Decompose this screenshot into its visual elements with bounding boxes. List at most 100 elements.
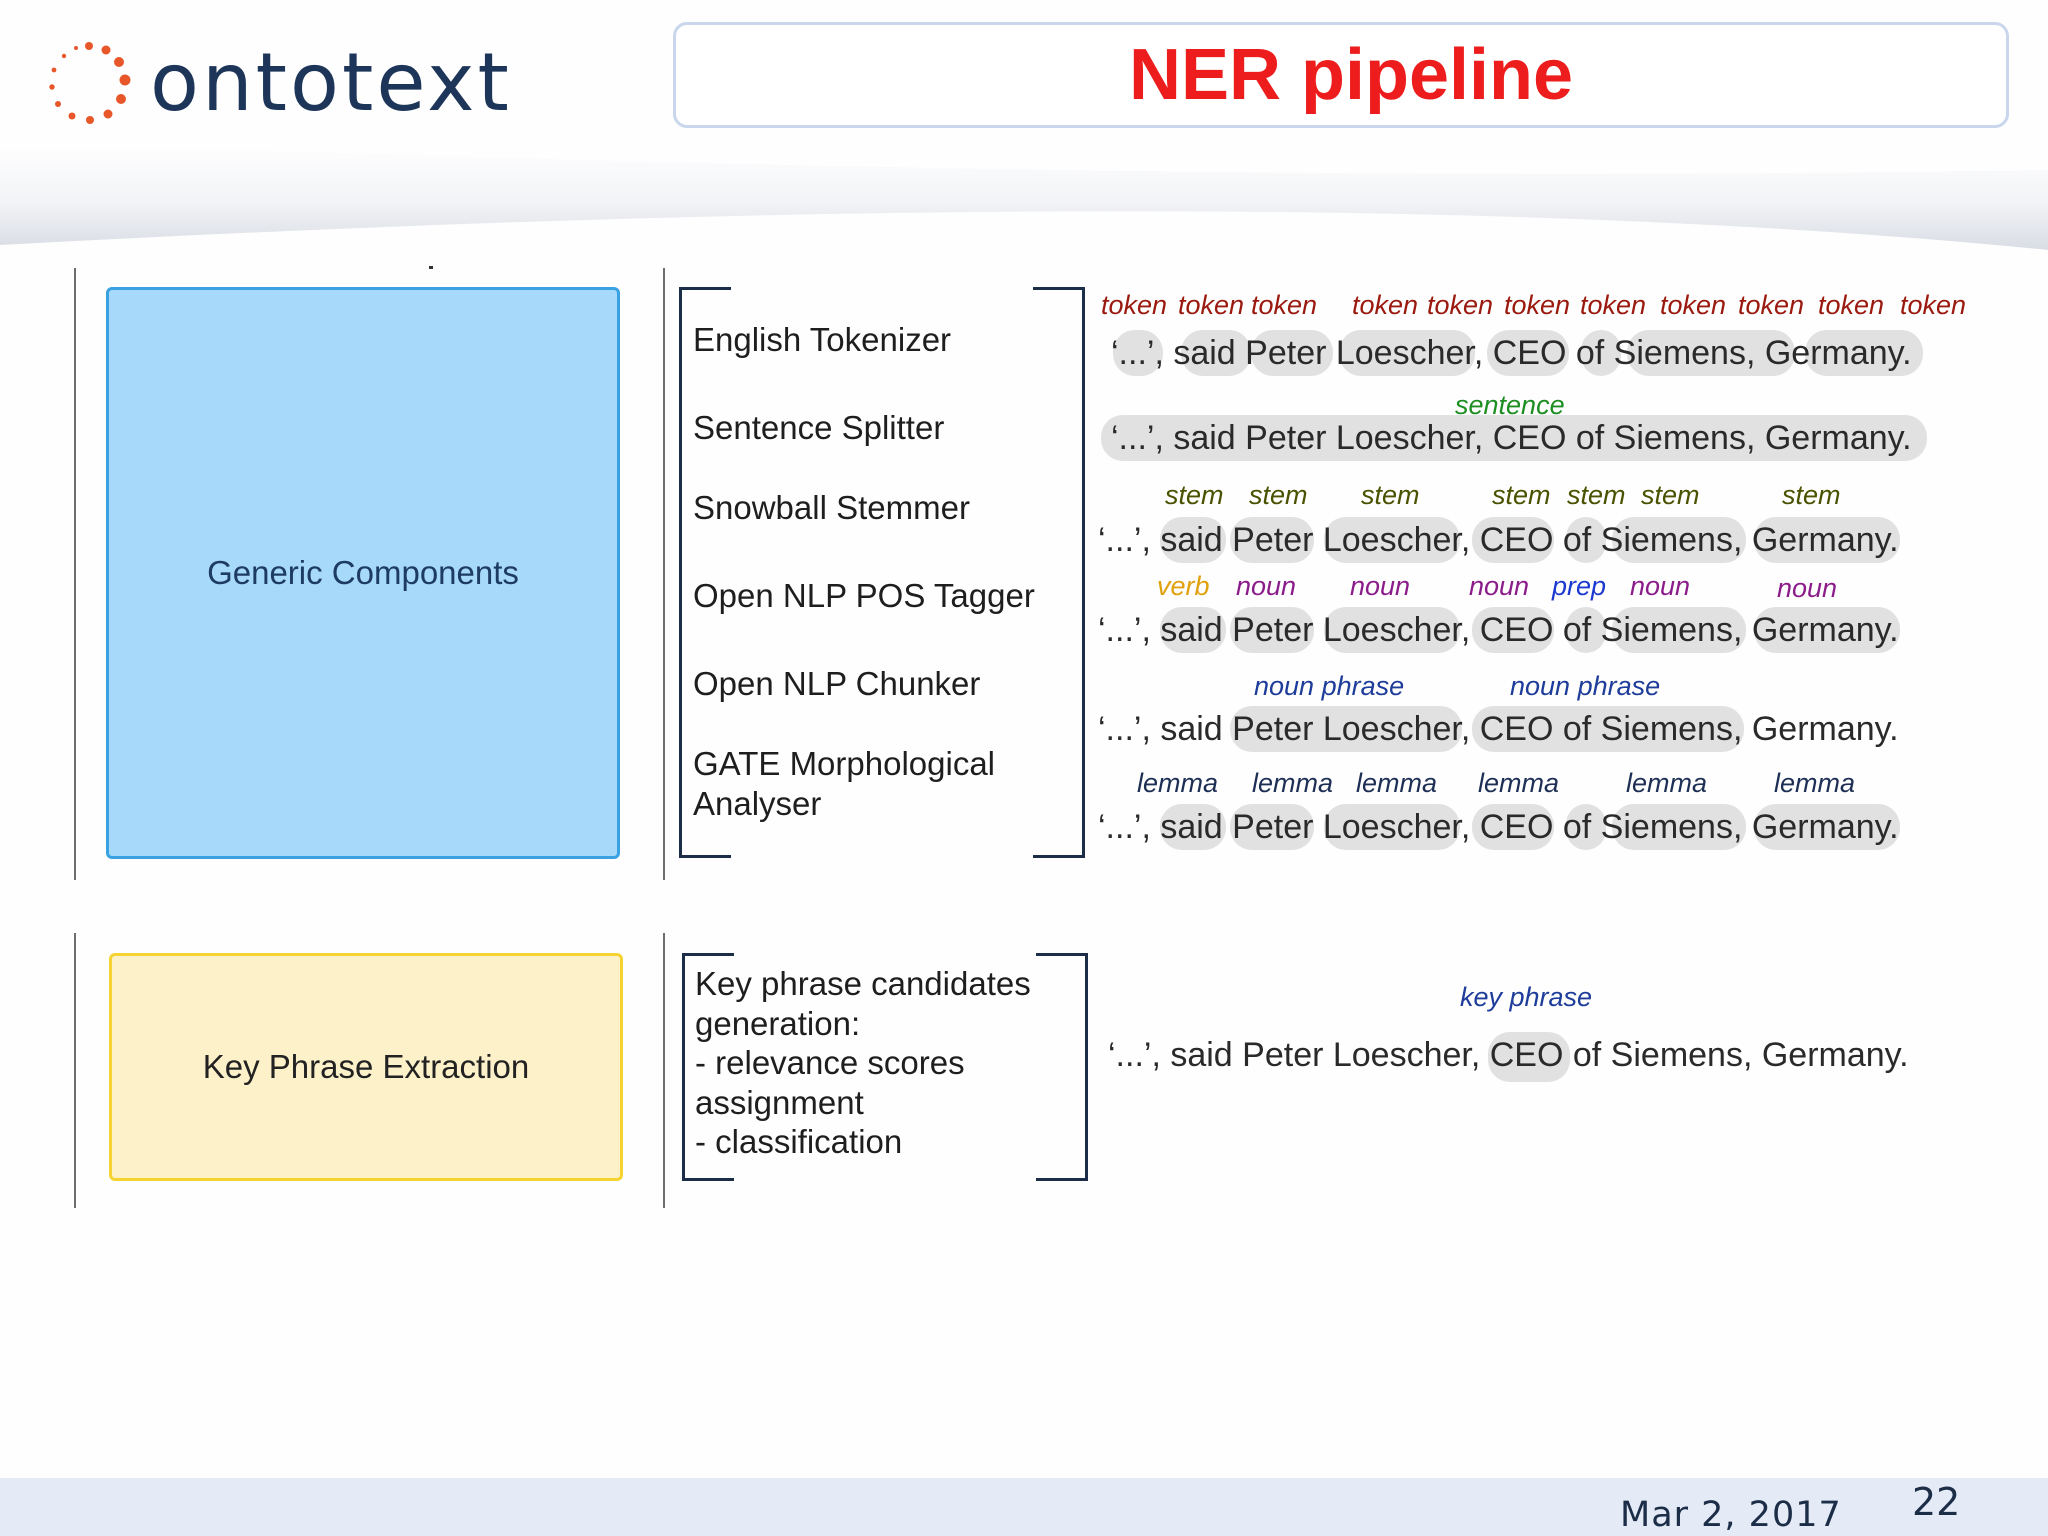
noun-phrase-highlight <box>1230 706 1462 752</box>
step-morph-analyser-line2: Analyser <box>693 785 822 822</box>
divider-left-1 <box>74 268 76 880</box>
bracket-left-generic <box>679 287 731 858</box>
lemma-tag: lemma <box>1137 768 1219 798</box>
token-tag: token <box>1427 290 1494 320</box>
lemma-highlight <box>1160 804 1226 850</box>
footer-bar <box>0 1478 2048 1536</box>
lemma-highlight <box>1754 804 1900 850</box>
key-phrase-extraction-label: Key Phrase Extraction <box>202 1048 530 1085</box>
annotated-sentence: ‘...’, said Peter Loescher, CEO of Sieme… <box>1098 611 1899 649</box>
pos-noun-tag: noun <box>1469 571 1530 601</box>
stem-highlight <box>1754 517 1900 563</box>
sentence-row-lemmas: ‘...’, said Peter Loescher, CEO of Sieme… <box>1098 802 1913 852</box>
token-highlight <box>1113 330 1163 376</box>
key-phrase-tag: key phrase <box>1460 982 1593 1012</box>
pos-highlight <box>1160 607 1226 653</box>
token-tag: token <box>1352 290 1419 320</box>
logo-dots-icon <box>49 42 131 124</box>
stem-tag: stem <box>1492 480 1551 510</box>
annotated-sentence: ‘...’, said Peter Loescher, CEO of Sieme… <box>1098 808 1899 846</box>
token-highlight <box>1487 330 1569 376</box>
token-highlight <box>1581 330 1621 376</box>
token-tag: token <box>1818 290 1885 320</box>
generic-components-box: Generic Components <box>106 287 620 859</box>
pos-noun-tag: noun <box>1236 571 1297 601</box>
step-pos-tagger: Open NLP POS Tagger <box>693 577 1035 614</box>
noun-phrase-highlight <box>1472 706 1744 752</box>
stem-tag: stem <box>1567 480 1626 510</box>
kp-step-line: assignment <box>695 1083 864 1121</box>
divider-left-2 <box>74 933 76 1208</box>
key-phrase-extraction-box: Key Phrase Extraction <box>109 953 623 1181</box>
kp-step-line: - relevance scores <box>695 1044 965 1081</box>
lemma-highlight <box>1612 804 1746 850</box>
pos-noun-tag: noun <box>1630 571 1691 601</box>
logo-wordmark: ontotext <box>150 36 512 129</box>
title-box: NER pipeline <box>673 22 2009 128</box>
bracket-right-generic <box>1033 287 1085 858</box>
noun-phrase-tag: noun phrase <box>1254 671 1405 701</box>
stem-tag: stem <box>1249 480 1308 510</box>
stem-tag: stem <box>1782 480 1841 510</box>
token-tag: token <box>1178 290 1245 320</box>
bracket-right-keyphrase <box>1036 953 1088 1181</box>
token-tag: token <box>1660 290 1727 320</box>
step-english-tokenizer: English Tokenizer <box>693 321 952 358</box>
page-number: 22 <box>1912 1480 1961 1524</box>
stem-tag: stem <box>1641 480 1700 510</box>
noun-phrase-tag: noun phrase <box>1510 671 1661 701</box>
ontotext-logo: ontotext <box>44 38 509 128</box>
token-tag: token <box>1738 290 1805 320</box>
stem-tag: stem <box>1165 480 1224 510</box>
lemma-tag: lemma <box>1252 768 1334 798</box>
pos-highlight <box>1566 607 1606 653</box>
generic-components-label: Generic Components <box>207 554 519 591</box>
stem-highlight <box>1230 517 1314 563</box>
pos-verb-tag: verb <box>1157 571 1210 601</box>
pos-prep-tag: prep <box>1552 571 1607 601</box>
pos-noun-tag: noun <box>1350 571 1411 601</box>
annotated-sentence: ‘...’, said Peter Loescher, CEO of Sieme… <box>1108 1036 1909 1074</box>
lemma-tag: lemma <box>1774 768 1856 798</box>
token-highlight <box>1627 330 1795 376</box>
sentence-row-tokens: ‘...’, said Peter Loescher, CEO of Sieme… <box>1111 328 1926 378</box>
annotated-sentence: ‘...’, said Peter Loescher, CEO of Sieme… <box>1111 334 1912 372</box>
bracket-left-keyphrase <box>682 953 734 1181</box>
pos-highlight <box>1230 607 1314 653</box>
kp-step-line: - classification <box>695 1123 903 1160</box>
key-phrase-steps: Key phrase candidates generation: - rele… <box>695 964 1075 1162</box>
token-tag: token <box>1251 290 1318 320</box>
pos-highlight <box>1754 607 1900 653</box>
step-morph-analyser-line1: GATE Morphological <box>693 745 996 782</box>
step-snowball-stemmer: Snowball Stemmer <box>693 489 970 526</box>
page-title: NER pipeline <box>1128 35 1574 115</box>
stem-highlight <box>1472 517 1554 563</box>
key-phrase-highlight <box>1488 1032 1570 1082</box>
kp-step-line: generation: <box>695 1004 861 1042</box>
token-tag: token <box>1504 290 1571 320</box>
stem-highlight <box>1566 517 1606 563</box>
lemma-tag: lemma <box>1478 768 1560 798</box>
lemma-highlight <box>1324 804 1460 850</box>
sentence-row-stems: ‘...’, said Peter Loescher, CEO of Sieme… <box>1098 515 1913 565</box>
annotated-sentence: ‘...’, said Peter Loescher, CEO of Sieme… <box>1111 419 1912 457</box>
token-highlight <box>1805 330 1923 376</box>
lemma-tag: lemma <box>1356 768 1438 798</box>
pos-noun-tag: noun <box>1777 573 1838 603</box>
pos-highlight <box>1612 607 1746 653</box>
stem-tag: stem <box>1361 480 1420 510</box>
token-highlight <box>1251 330 1333 376</box>
stem-highlight <box>1612 517 1746 563</box>
kp-step-line: Key phrase candidates <box>695 965 1031 1002</box>
sentence-row-sentence: ‘...’, said Peter Loescher, CEO of Sieme… <box>1101 413 1927 463</box>
divider-mid-2 <box>663 933 665 1208</box>
step-chunker: Open NLP Chunker <box>693 665 981 702</box>
lemma-highlight <box>1472 804 1554 850</box>
footer-date: Mar 2, 2017 <box>1620 1495 1842 1535</box>
step-sentence-splitter: Sentence Splitter <box>693 409 945 446</box>
token-highlight <box>1181 330 1251 376</box>
stray-mark <box>429 266 433 269</box>
annotated-sentence: ‘...’, said Peter Loescher, CEO of Sieme… <box>1098 521 1899 559</box>
token-tag: token <box>1580 290 1647 320</box>
lemma-highlight <box>1566 804 1606 850</box>
